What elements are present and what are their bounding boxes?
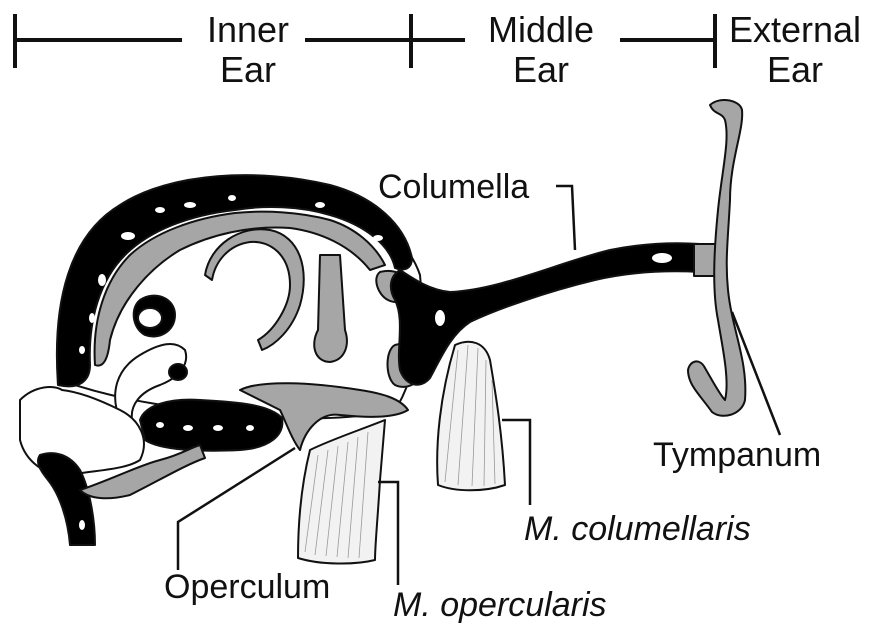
leader-m-opercularis — [378, 482, 398, 585]
external-ear-line1: External — [729, 9, 861, 50]
small-black-node — [169, 364, 187, 380]
label-m-opercularis: M. opercularis — [393, 586, 607, 624]
fenestra-white — [138, 308, 162, 328]
leader-operculum — [178, 448, 295, 570]
middle-ear-line2: Ear — [513, 49, 569, 90]
gray-pillar-1 — [314, 255, 347, 362]
leader-m-columellaris — [502, 420, 530, 505]
inner-ear-line2: Ear — [220, 49, 276, 90]
section-label-external-ear: External Ear — [729, 9, 861, 90]
columella-hole-2 — [435, 310, 445, 326]
middle-ear-line1: Middle — [488, 9, 594, 50]
section-label-inner-ear: Inner Ear — [207, 9, 289, 90]
label-operculum: Operculum — [164, 568, 330, 606]
columella-hole — [652, 253, 672, 263]
external-ear-line2: Ear — [767, 49, 823, 90]
section-label-middle-ear: Middle Ear — [488, 9, 594, 90]
label-tympanum: Tympanum — [653, 436, 821, 474]
label-columella: Columella — [378, 168, 529, 206]
leader-columella — [556, 186, 575, 250]
label-m-columellaris: M. columellaris — [524, 510, 751, 548]
inner-ear-line1: Inner — [207, 9, 289, 50]
left-lower-speck — [79, 520, 85, 530]
m-opercularis-shape — [298, 420, 385, 564]
section-bracket — [15, 14, 715, 68]
